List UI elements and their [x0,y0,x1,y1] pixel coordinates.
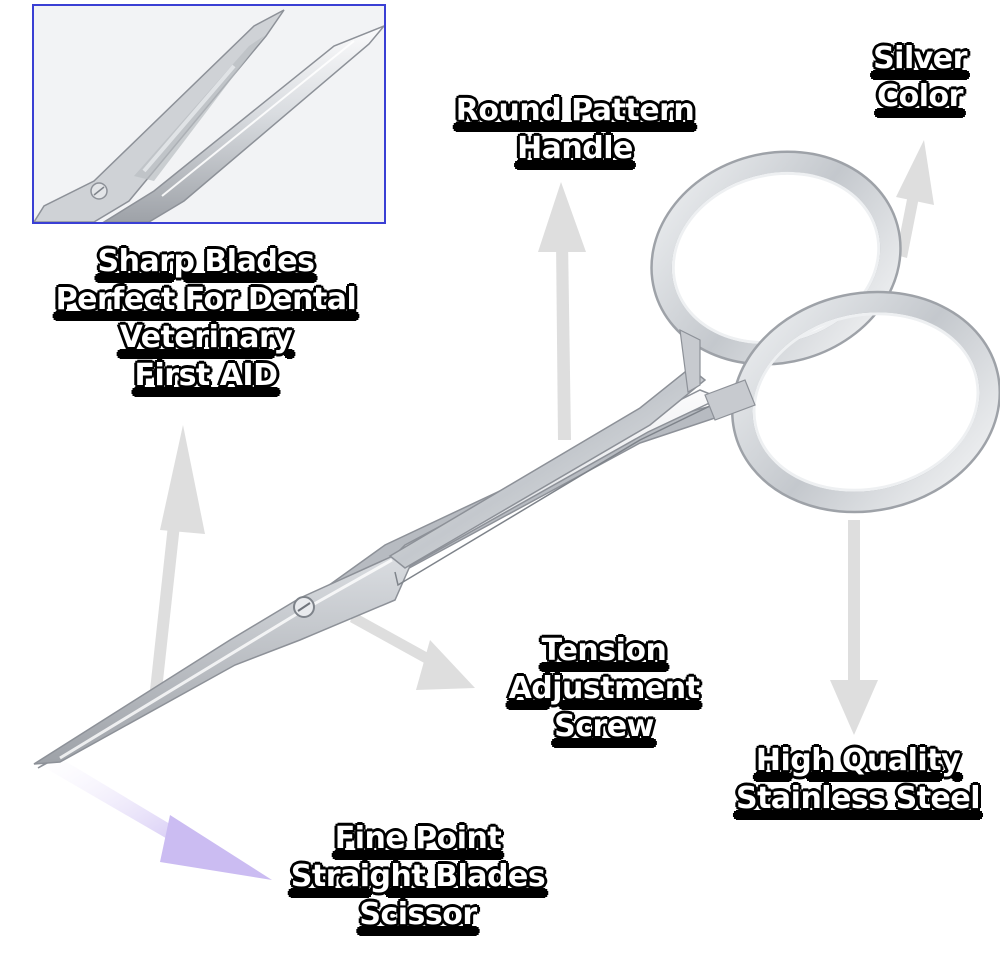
blade-closeup-inset [32,4,386,224]
callout-line: Perfect For Dental [55,282,357,317]
callout-fine-point: Fine Point Straight Blades Scissor [270,820,566,934]
callout-line: Handle [517,131,633,166]
arrow-icon [896,140,934,258]
callout-line: Round Pattern [455,93,695,128]
arrow-icon [538,182,586,440]
callout-line: First AID [134,358,279,393]
callout-sharp-blades: Sharp Blades Perfect For Dental Veterina… [4,243,408,395]
callout-line: High Quality [755,743,961,778]
scissors-lower-ring [731,290,1000,514]
blade-closeup-image [34,6,384,222]
callout-line: Stainless Steel [735,781,981,816]
callout-line: Fine Point [334,821,502,856]
callout-line: Straight Blades [290,859,546,894]
pointer-arrows [40,140,934,880]
arrow-icon [350,612,475,690]
callout-line: Adjustment [508,671,700,706]
callout-silver-color: Silver Color [845,40,995,116]
callout-line: Tension [541,633,667,668]
callout-line: Sharp Blades [97,244,316,279]
callout-line: Color [877,79,963,114]
callout-line: Silver [873,41,967,76]
arrow-icon [40,755,272,880]
arrow-icon [830,520,878,735]
scissors-upper-ring [650,150,902,366]
callout-line: Scissor [359,897,477,932]
pivot-screw [293,596,315,618]
callout-line: Screw [554,709,654,744]
callout-round-pattern-handle: Round Pattern Handle [410,92,740,168]
scissors-icon [33,150,1000,769]
arrow-icon [150,425,205,690]
callout-stainless-steel: High Quality Stainless Steel [722,742,994,818]
callout-tension-adjustment-screw: Tension Adjustment Screw [488,632,720,746]
callout-line: Veterinary [119,320,293,355]
